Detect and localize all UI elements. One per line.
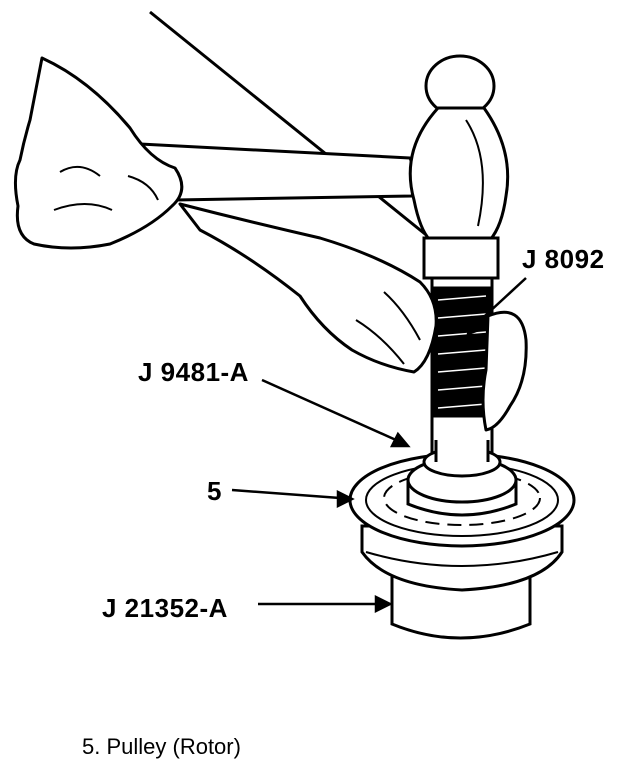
callout-j9481a: J 9481-A [138,357,249,387]
callout-item-5: 5 [207,476,222,506]
upper-hand [13,56,184,250]
callout-j8092: J 8092 [522,244,605,274]
hammer-head [408,54,510,280]
callout-j21352a: J 21352-A [102,593,228,623]
lower-hand [178,202,528,432]
leader-arrows [231,277,527,614]
pulley-rotor [348,440,576,640]
diagonal-line [149,10,431,240]
installer-shaft [430,276,494,458]
figure-caption: 5. Pulley (Rotor) [82,734,241,759]
